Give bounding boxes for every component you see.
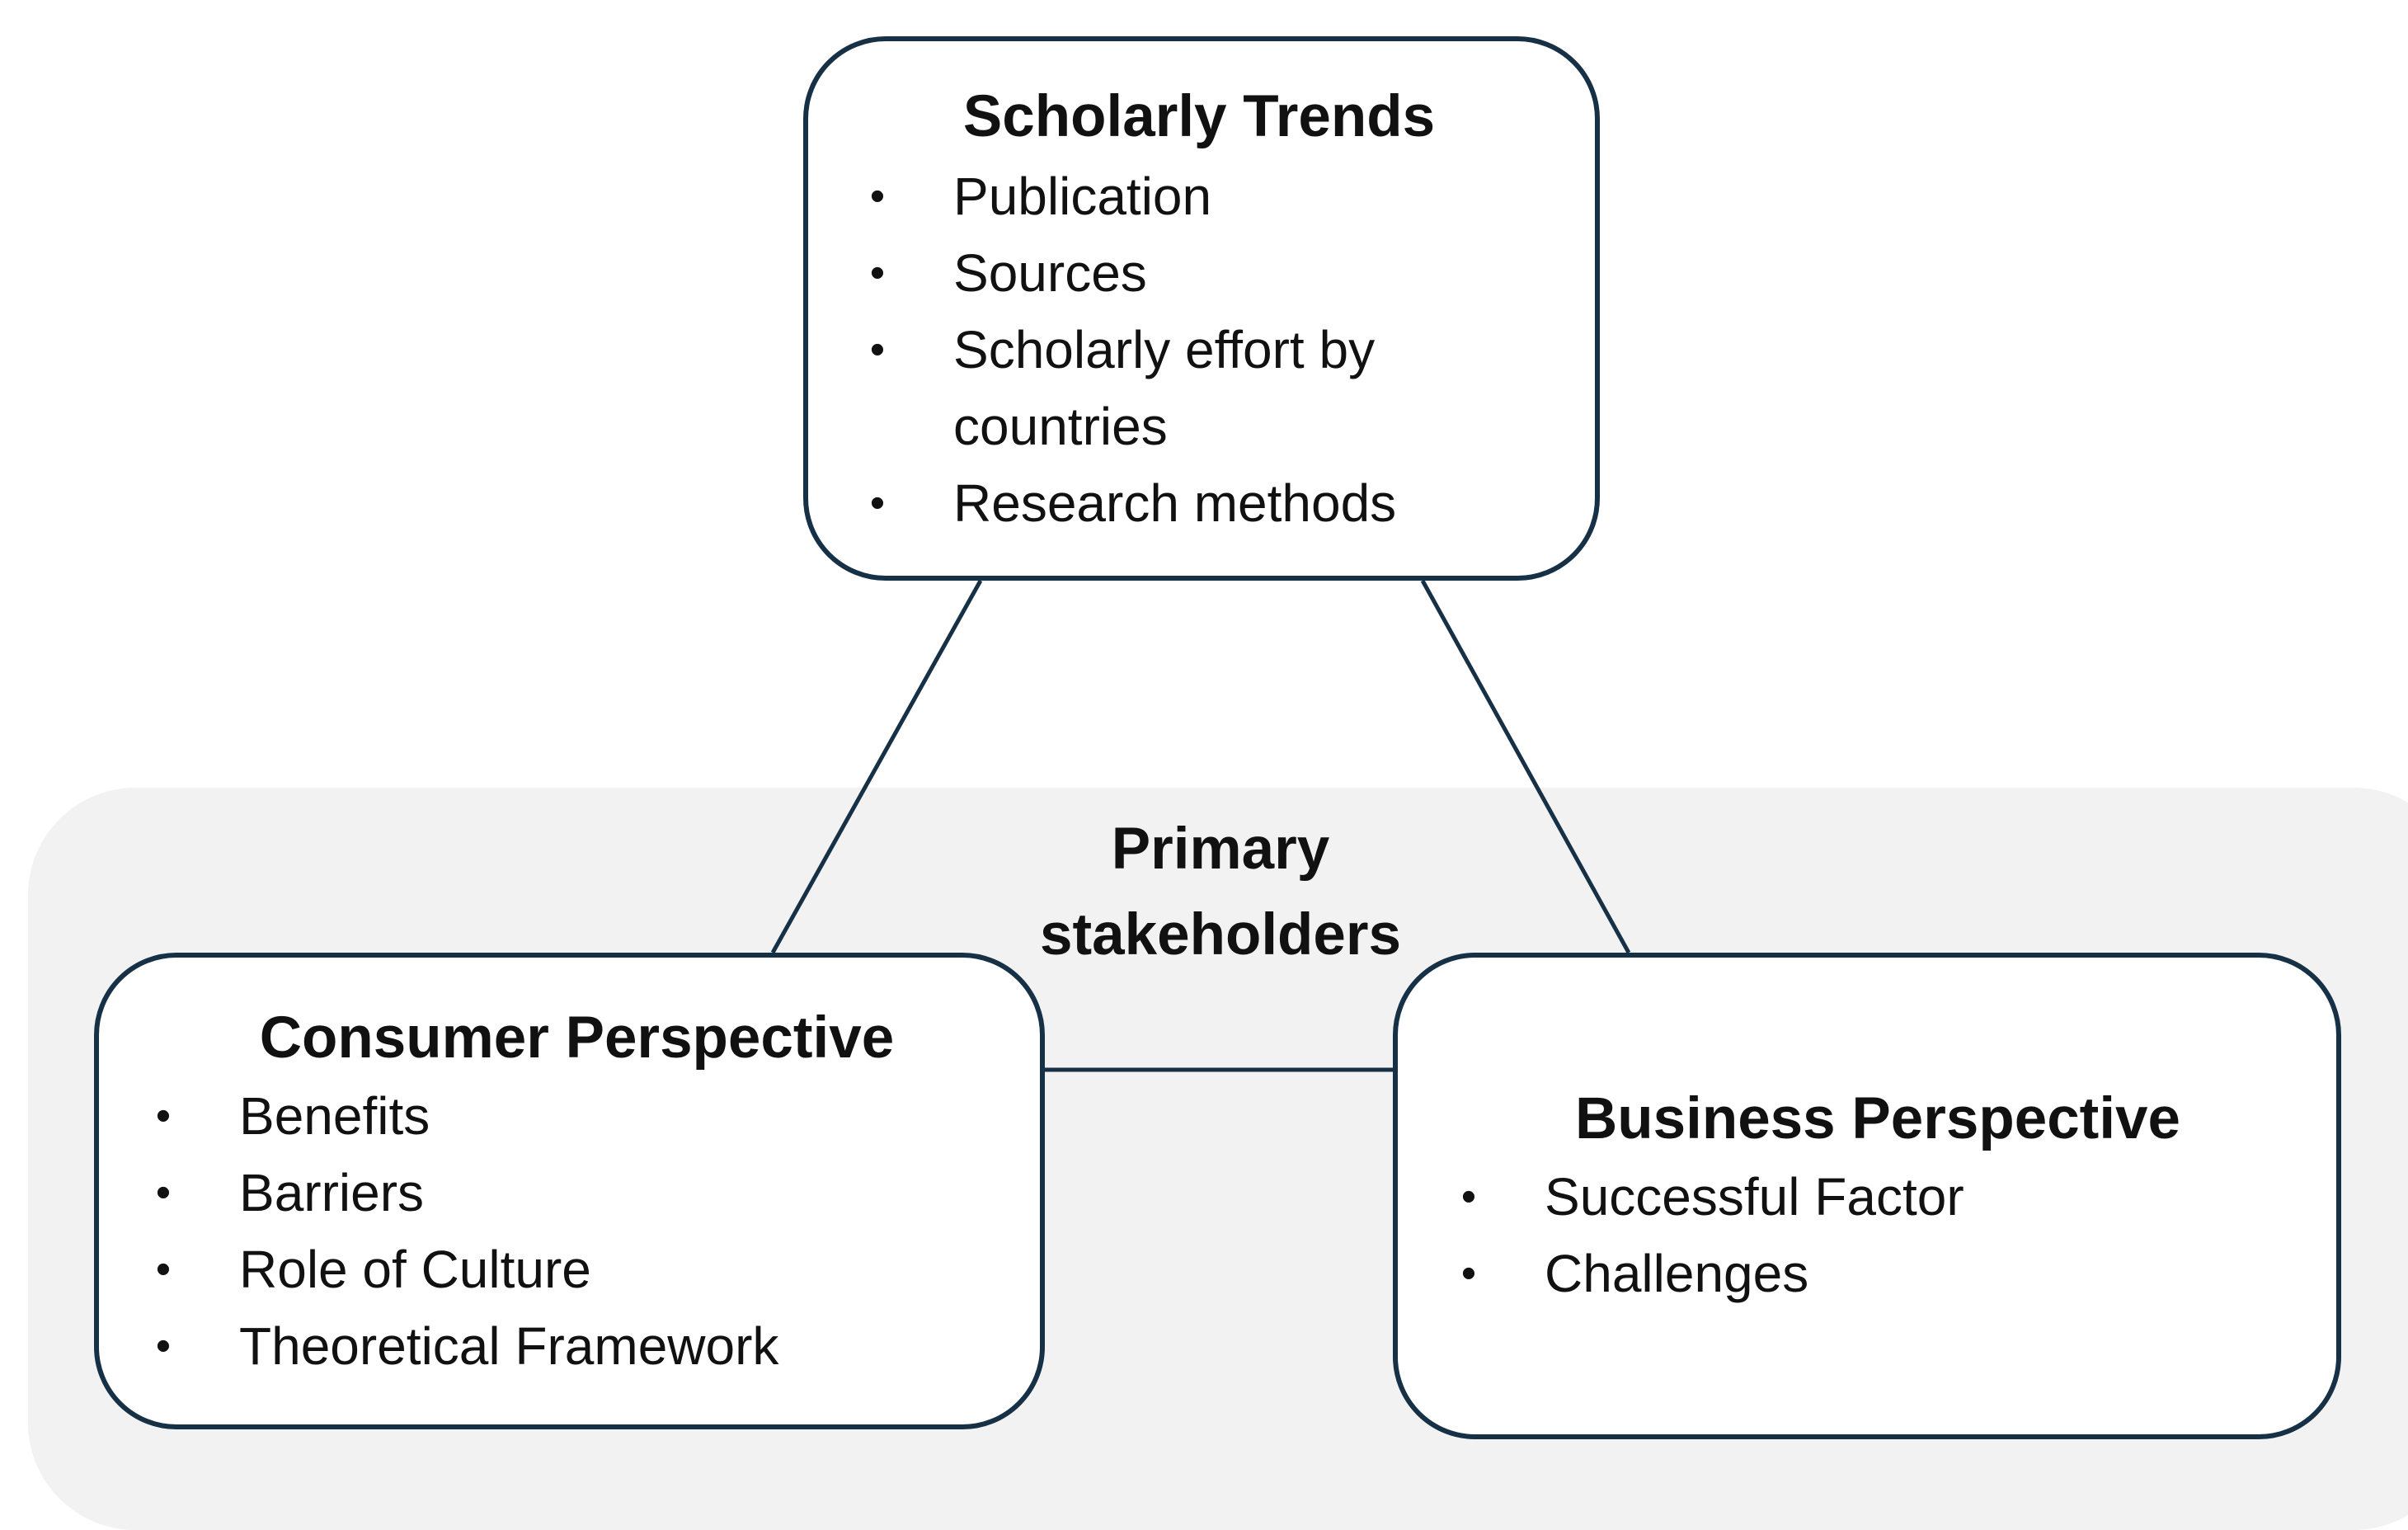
list-item-label: Theoretical Framework	[239, 1316, 779, 1376]
list-item: • Research methods	[861, 465, 1562, 542]
bullet-icon: •	[869, 249, 886, 297]
bullet-icon: •	[869, 326, 886, 374]
list-item: • Theoretical Framework	[147, 1308, 1007, 1385]
connector-lines	[770, 579, 1631, 1072]
connector-scholarly-consumer	[770, 579, 983, 954]
list-item: • Challenges	[1452, 1236, 2303, 1312]
primary-stakeholders-label: Primary stakeholders	[1039, 817, 1402, 967]
list-item: • Scholarly effort by countries	[861, 312, 1562, 465]
scholarly-trends-title: Scholarly Trends	[962, 84, 1436, 149]
list-item: • Sources	[861, 235, 1562, 312]
bullet-icon: •	[155, 1092, 172, 1140]
consumer-perspective-box: Consumer Perspective • Benefits • Barrie…	[94, 953, 1045, 1429]
bullet-icon: •	[1460, 1250, 1477, 1297]
scholarly-trends-box: Scholarly Trends • Publication • Sources…	[803, 36, 1600, 581]
consumer-perspective-list: • Benefits • Barriers • Role of Culture …	[147, 1078, 1007, 1385]
scholarly-trends-list: • Publication • Sources • Scholarly effo…	[861, 158, 1562, 542]
connector-scholarly-business	[1420, 579, 1631, 954]
business-perspective-list: • Successful Factor • Challenges	[1452, 1159, 2303, 1312]
list-item: • Publication	[861, 158, 1562, 235]
list-item: • Benefits	[147, 1078, 1007, 1155]
list-item-label: Successful Factor	[1545, 1167, 1964, 1226]
list-item: • Successful Factor	[1452, 1159, 2303, 1236]
list-item-label: Research methods	[953, 473, 1397, 533]
bullet-icon: •	[155, 1169, 172, 1217]
list-item: • Barriers	[147, 1155, 1007, 1231]
list-item-label: Publication	[953, 167, 1212, 226]
bullet-icon: •	[869, 479, 886, 527]
list-item-label: Barriers	[239, 1163, 425, 1222]
bullet-icon: •	[155, 1322, 172, 1370]
bullet-icon: •	[869, 172, 886, 220]
list-item-label: Scholarly effort by countries	[953, 320, 1376, 456]
diagram: Primary stakeholders Scholarly Trends • …	[28, 36, 2408, 1530]
list-item-label: Sources	[953, 243, 1147, 303]
business-perspective-box: Business Perspective • Successful Factor…	[1393, 953, 2341, 1439]
list-item-label: Role of Culture	[239, 1240, 591, 1299]
list-item-label: Benefits	[239, 1086, 430, 1146]
consumer-perspective-title: Consumer Perspective	[259, 1005, 895, 1071]
bullet-icon: •	[155, 1245, 172, 1293]
business-perspective-title: Business Perspective	[1574, 1086, 2181, 1151]
list-item: • Role of Culture	[147, 1231, 1007, 1308]
list-item-label: Challenges	[1545, 1244, 1809, 1303]
bullet-icon: •	[1460, 1173, 1477, 1221]
